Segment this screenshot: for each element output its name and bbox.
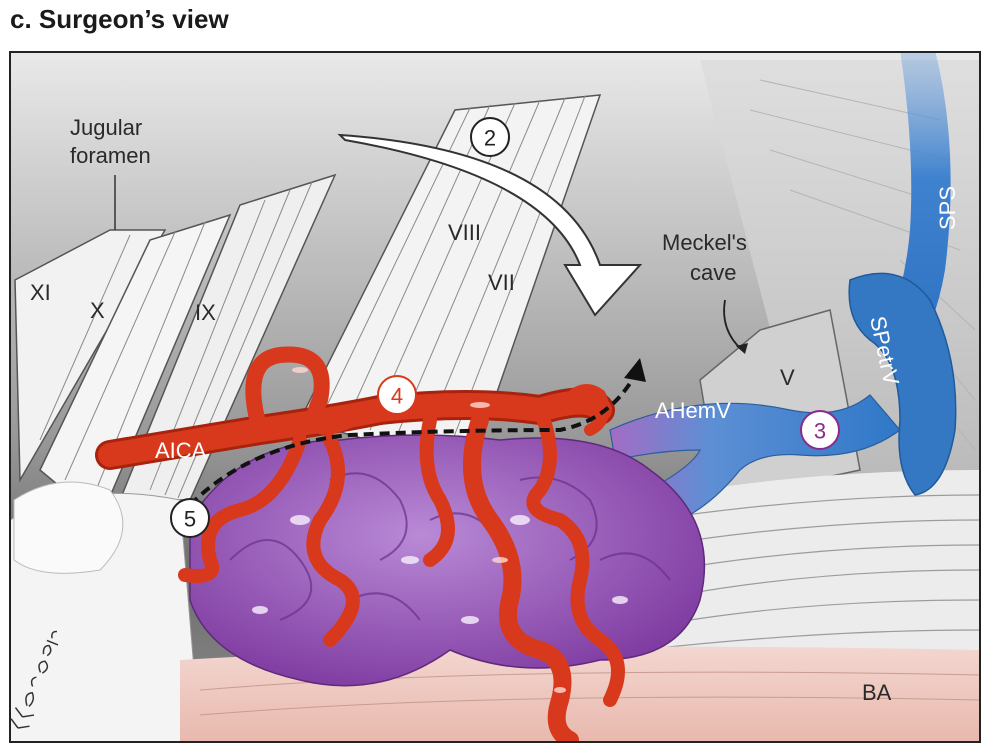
label-vii: VII (488, 270, 515, 295)
choroid-plexus (13, 481, 124, 574)
label-x: X (90, 298, 105, 323)
marker-2-number: 2 (484, 126, 496, 151)
label-sps: SPS (935, 186, 960, 230)
label-jugular-foramen-line1: Jugular (70, 115, 142, 140)
approach-arrow (337, 133, 643, 317)
trajectory-arrowhead (624, 358, 646, 382)
label-ahemv: AHemV (655, 398, 731, 423)
label-meckels-line1: Meckel's (662, 230, 747, 255)
marker-5-number: 5 (184, 507, 196, 532)
superior-petrosal-sinus (880, 52, 951, 370)
marker-5: 5 (170, 498, 210, 538)
figure-frame (9, 51, 981, 743)
label-xi: XI (30, 280, 51, 305)
superior-petrosal-vein (848, 272, 957, 496)
tumor-mass (189, 434, 706, 687)
marker-2: 2 (470, 117, 510, 157)
trajectory-dashed-line (188, 374, 637, 507)
label-aica: AICA (155, 438, 207, 463)
label-meckels-line2: cave (690, 260, 736, 285)
label-jugular-foramen-line2: foramen (70, 143, 151, 168)
label-ix: IX (195, 300, 216, 325)
label-ba: BA (862, 680, 892, 705)
label-v: V (780, 365, 795, 390)
aica-vessels (95, 346, 625, 742)
marker-3: 3 (800, 410, 840, 450)
marker-3-number: 3 (814, 419, 826, 444)
artist-signature (10, 630, 59, 729)
label-viii: VIII (448, 220, 481, 245)
figure-title: c. Surgeon’s view (10, 4, 229, 34)
marker-4-number: 4 (391, 384, 403, 409)
marker-4: 4 (377, 375, 417, 415)
